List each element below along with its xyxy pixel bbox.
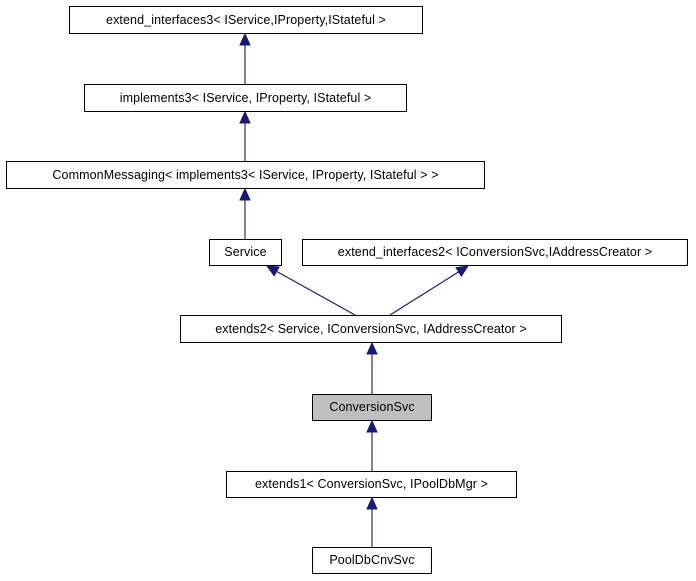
edge-arrowhead: [455, 265, 470, 278]
inheritance-edge: [239, 110, 251, 161]
class-node-label: extend_interfaces2< IConversionSvc,IAddr…: [337, 245, 653, 260]
edge-line: [276, 270, 356, 316]
class-node-label: CommonMessaging< implements3< IService, …: [52, 167, 439, 182]
class-node-pool-db-cnv-svc[interactable]: PoolDbCnvSvc: [312, 547, 432, 574]
class-node-service[interactable]: Service: [209, 239, 282, 266]
inheritance-edge: [239, 32, 251, 84]
inheritance-edge: [366, 419, 378, 471]
edge-arrowhead: [239, 187, 251, 201]
class-node-label: PoolDbCnvSvc: [329, 553, 415, 568]
class-node-extend-interfaces3[interactable]: extend_interfaces3< IService,IProperty,I…: [69, 6, 423, 34]
class-node-conversion-svc[interactable]: ConversionSvc: [312, 394, 432, 421]
edge-arrowhead: [265, 265, 280, 277]
edge-arrowhead: [239, 32, 251, 46]
class-node-extend-interfaces2[interactable]: extend_interfaces2< IConversionSvc,IAddr…: [302, 239, 688, 266]
class-node-label: ConversionSvc: [329, 400, 415, 415]
inheritance-edge: [366, 341, 378, 394]
edge-line: [389, 271, 459, 316]
edge-arrowhead: [239, 110, 251, 124]
inheritance-edge: [366, 496, 378, 547]
edge-arrowhead: [366, 419, 378, 433]
edge-arrowhead: [366, 496, 378, 510]
edge-arrowhead: [366, 341, 378, 355]
class-node-implements3[interactable]: implements3< IService, IProperty, IState…: [84, 84, 407, 112]
class-node-extends2[interactable]: extends2< Service, IConversionSvc, IAddr…: [180, 315, 562, 343]
class-node-label: implements3< IService, IProperty, IState…: [119, 90, 372, 105]
class-node-common-messaging[interactable]: CommonMessaging< implements3< IService, …: [6, 161, 485, 189]
inheritance-edge: [265, 265, 356, 316]
class-node-label: extends1< ConversionSvc, IPoolDbMgr >: [255, 477, 488, 492]
class-node-label: extends2< Service, IConversionSvc, IAddr…: [215, 321, 527, 336]
class-node-label: Service: [224, 245, 267, 260]
class-node-label: extend_interfaces3< IService,IProperty,I…: [106, 12, 386, 27]
inheritance-edge: [389, 265, 470, 316]
inheritance-edge: [239, 187, 251, 239]
class-node-extends1[interactable]: extends1< ConversionSvc, IPoolDbMgr >: [226, 471, 517, 498]
